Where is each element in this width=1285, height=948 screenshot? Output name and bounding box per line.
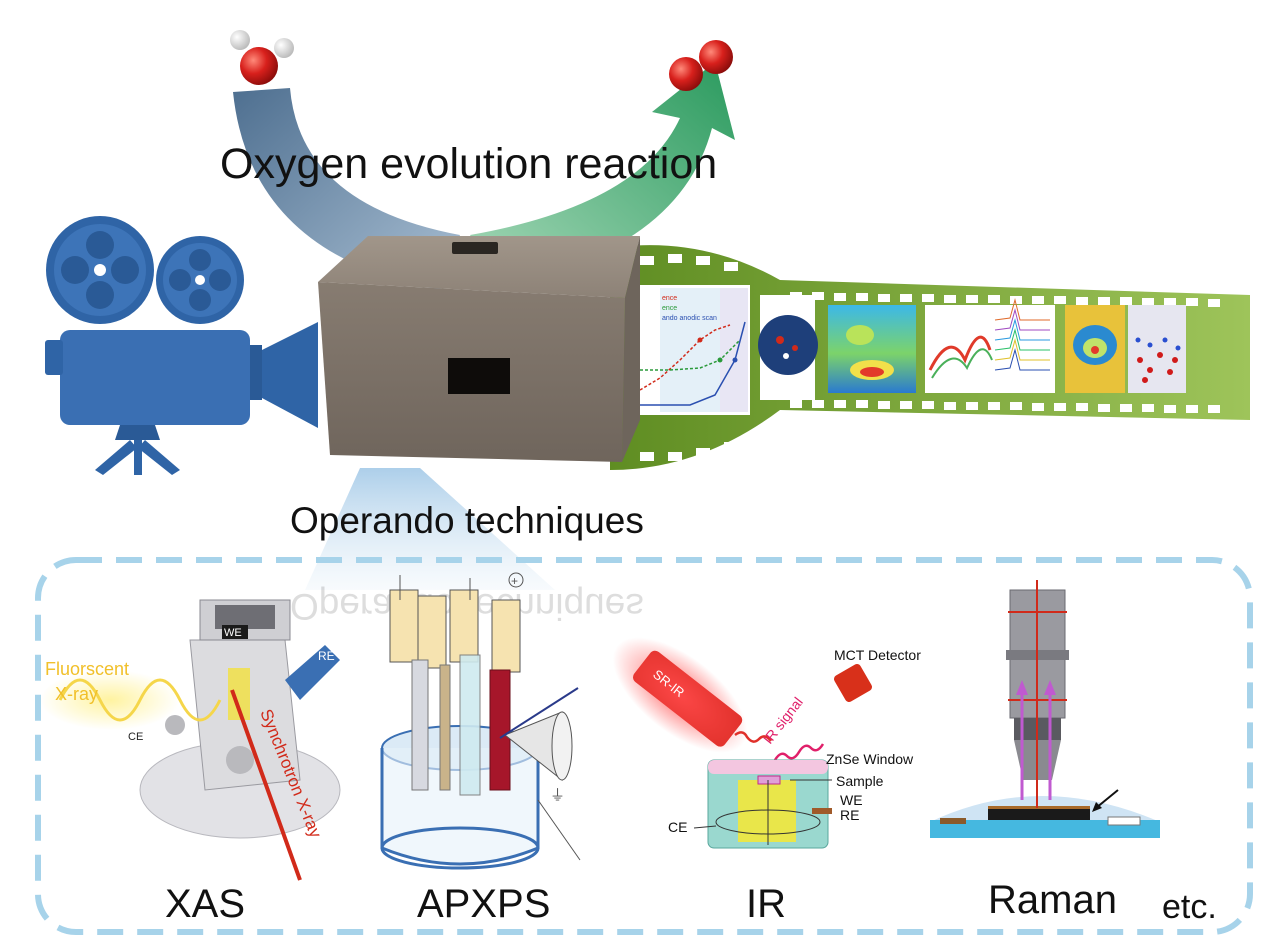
film-frame-wavelet-contour-map <box>828 305 916 393</box>
black-box-icon <box>318 236 640 462</box>
film-sprocket-holes-bottom <box>640 400 1220 461</box>
film-frame-ldh-polarization-plot: ence ence ando anodic scan <box>630 285 750 415</box>
synchrotron-beam-line <box>230 689 302 881</box>
film-strip-icon: ence ence ando anodic scan <box>610 245 1250 470</box>
xas-label-re: RE <box>318 649 335 663</box>
xas-cell-icon: WE RE CE Fluorscent X-ray Synchrotron X-… <box>40 599 341 881</box>
techniques-dashed-frame <box>35 557 1253 935</box>
xas-we-tag <box>222 625 248 639</box>
technique-label-raman: Raman <box>988 878 1117 922</box>
movie-camera-icon <box>45 216 318 475</box>
xas-label-fluorescent-2: X-ray <box>55 684 98 704</box>
film-frame-spectra-waterfall <box>925 298 1055 393</box>
water-molecule-icon <box>230 30 294 85</box>
frame-legend-1: ence <box>662 295 677 302</box>
ir-label-window: ZnSe Window <box>826 751 914 767</box>
frame-legend-3: ando anodic scan <box>662 315 717 322</box>
frame-legend-2: ence <box>662 305 677 312</box>
ir-label-detector: MCT Detector <box>834 647 921 663</box>
camera-reel-right <box>156 236 244 324</box>
ir-cell-icon: SR-IR IR signal MCT Detector ZnSe Window… <box>612 637 921 849</box>
raman-cell-icon <box>930 580 1160 838</box>
film-frame-contour-map-pair <box>1065 305 1186 393</box>
operando-title: Operando techniques <box>290 500 644 541</box>
technique-label-xas: XAS <box>165 882 245 926</box>
ir-label-signal: IR signal <box>760 694 806 747</box>
apxps-cell-icon: + ⏚ <box>380 572 581 870</box>
xas-label-we: WE <box>224 627 242 639</box>
camera-reel-left <box>46 216 154 324</box>
reaction-title: Oxygen evolution reaction <box>220 140 717 188</box>
oer-arrow-out <box>470 62 735 285</box>
ir-label-re: RE <box>840 807 859 823</box>
etc-label: etc. <box>1162 888 1217 926</box>
technique-label-ir: IR <box>746 882 786 926</box>
xas-label-fluorescent-1: Fluorscent <box>45 659 129 679</box>
xas-label-ce: CE <box>128 731 143 743</box>
film-frame-sphere-model <box>758 295 818 400</box>
ir-label-ce: CE <box>668 819 687 835</box>
oxygen-molecule-icon <box>669 40 733 91</box>
technique-label-apxps: APXPS <box>417 882 550 926</box>
ir-mct-detector <box>833 663 873 703</box>
apxps-label-plus: + <box>511 574 518 588</box>
ir-label-sample: Sample <box>836 773 884 789</box>
apxps-label-ground: ⏚ <box>550 786 565 804</box>
ir-label-we: WE <box>840 792 863 808</box>
